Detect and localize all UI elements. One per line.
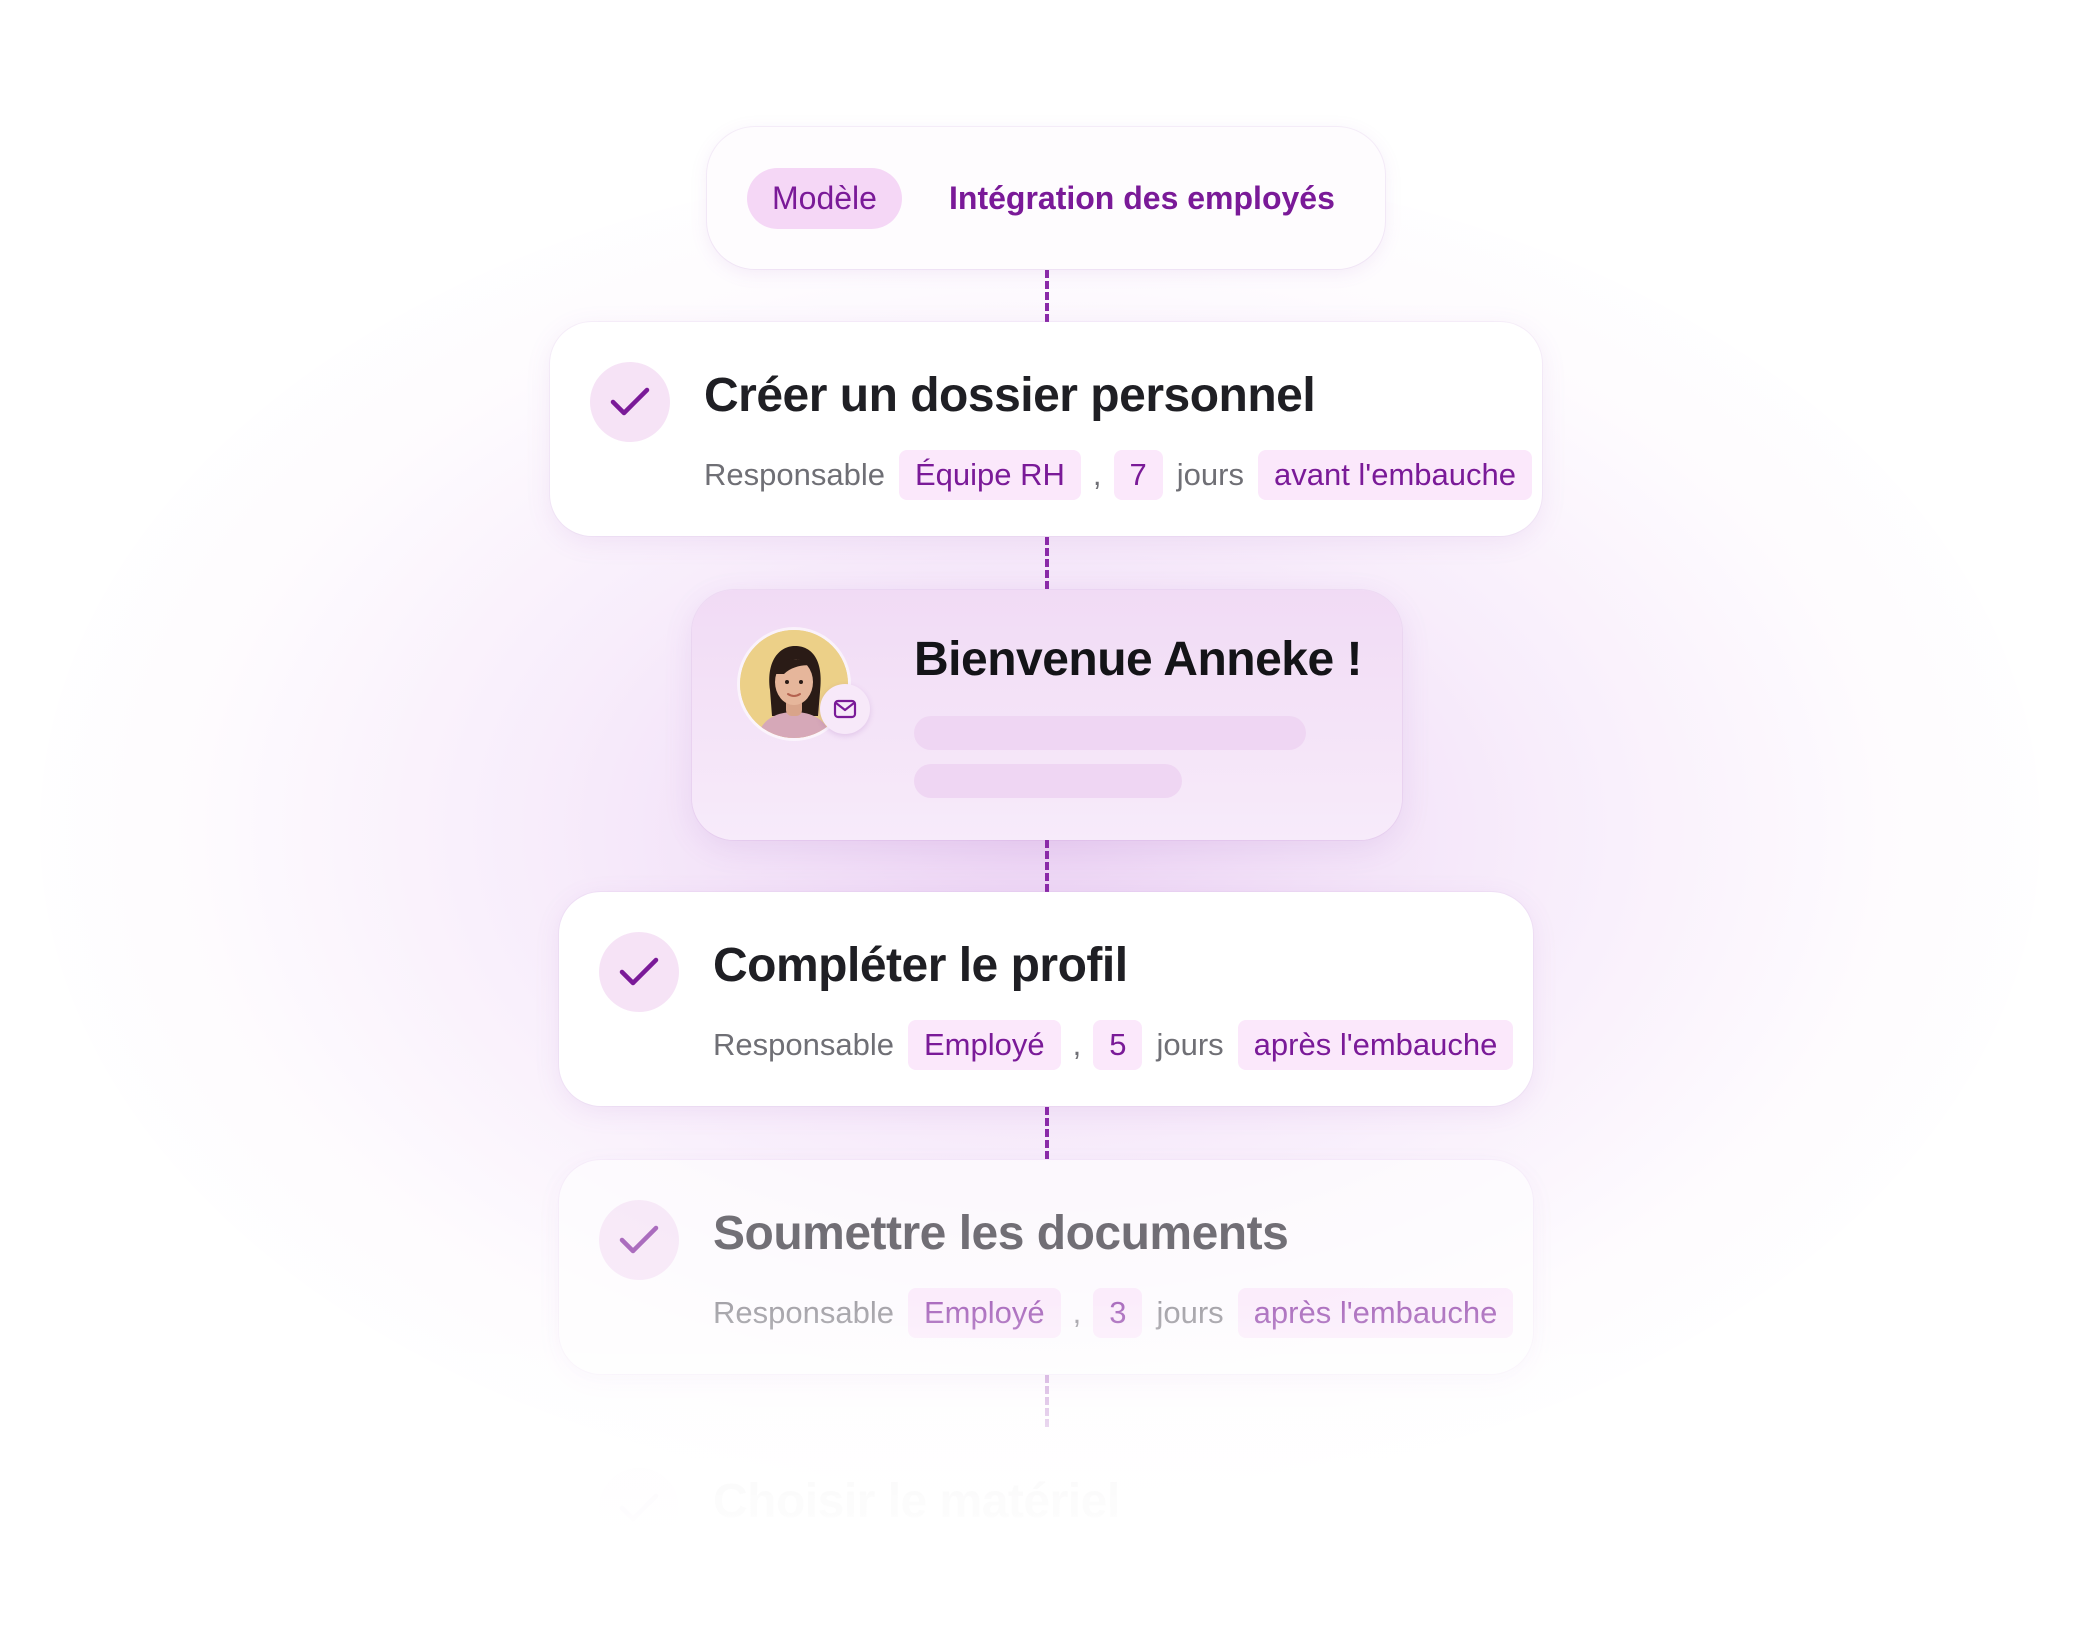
- days-label: jours: [1176, 457, 1244, 492]
- task-card-submit-documents[interactable]: Soumettre les documents Responsable Empl…: [559, 1160, 1533, 1374]
- checkmark-icon[interactable]: [599, 932, 679, 1012]
- owner-tag[interactable]: Employé: [907, 1288, 1061, 1338]
- timing-tag[interactable]: après l'embauche: [1237, 1020, 1514, 1070]
- days-label: jours: [1156, 1295, 1224, 1330]
- template-badge[interactable]: Modèle: [747, 168, 902, 229]
- task-card-create-file[interactable]: Créer un dossier personnel Responsable É…: [550, 322, 1542, 536]
- template-header-card[interactable]: Modèle Intégration des employés: [707, 127, 1385, 269]
- task-card-complete-profile[interactable]: Compléter le profil Responsable Employé …: [559, 892, 1533, 1106]
- task-meta: Responsable Employé , 3 jours après l'em…: [713, 1288, 1514, 1338]
- owner-label: Responsable: [713, 1027, 894, 1062]
- checkmark-icon[interactable]: [590, 362, 670, 442]
- template-name: Intégration des employés: [949, 180, 1335, 216]
- connector-line: [1045, 537, 1049, 589]
- welcome-title: Bienvenue Anneke !: [914, 633, 1363, 686]
- connector-line: [1045, 1375, 1049, 1427]
- placeholder-line: [914, 716, 1306, 750]
- owner-label: Responsable: [704, 457, 885, 492]
- task-title: Choisir le matériel: [713, 1475, 1120, 1528]
- task-meta: Responsable Employé , 5 jours après l'em…: [713, 1020, 1514, 1070]
- mail-icon[interactable]: [820, 684, 870, 734]
- onboarding-workflow: Modèle Intégration des employés Créer un…: [0, 127, 2081, 1560]
- connector-line: [1045, 1107, 1049, 1159]
- owner-label: Responsable: [713, 1295, 894, 1330]
- timing-tag[interactable]: après l'embauche: [1237, 1288, 1514, 1338]
- task-title: Soumettre les documents: [713, 1207, 1289, 1260]
- task-meta: Responsable Équipe RH , 7 jours avant l'…: [704, 450, 1532, 500]
- timing-tag[interactable]: avant l'embauche: [1257, 450, 1532, 500]
- days-tag[interactable]: 3: [1093, 1288, 1143, 1338]
- placeholder-line: [914, 764, 1182, 798]
- task-title: Compléter le profil: [713, 939, 1128, 992]
- owner-tag[interactable]: Employé: [907, 1020, 1061, 1070]
- days-label: jours: [1156, 1027, 1224, 1062]
- separator-comma: ,: [1092, 457, 1102, 492]
- separator-comma: ,: [1072, 1295, 1082, 1330]
- separator-comma: ,: [1072, 1027, 1082, 1062]
- days-tag[interactable]: 5: [1093, 1020, 1143, 1070]
- days-tag[interactable]: 7: [1113, 450, 1163, 500]
- person-avatar: [740, 630, 848, 738]
- welcome-email-card[interactable]: Bienvenue Anneke !: [692, 590, 1402, 840]
- checkmark-icon[interactable]: [599, 1468, 679, 1548]
- connector-line: [1045, 270, 1049, 322]
- task-title: Créer un dossier personnel: [704, 369, 1316, 422]
- task-card-choose-equipment[interactable]: Choisir le matériel: [559, 1428, 1533, 1642]
- owner-tag[interactable]: Équipe RH: [898, 450, 1081, 500]
- checkmark-icon[interactable]: [599, 1200, 679, 1280]
- connector-line: [1045, 840, 1049, 892]
